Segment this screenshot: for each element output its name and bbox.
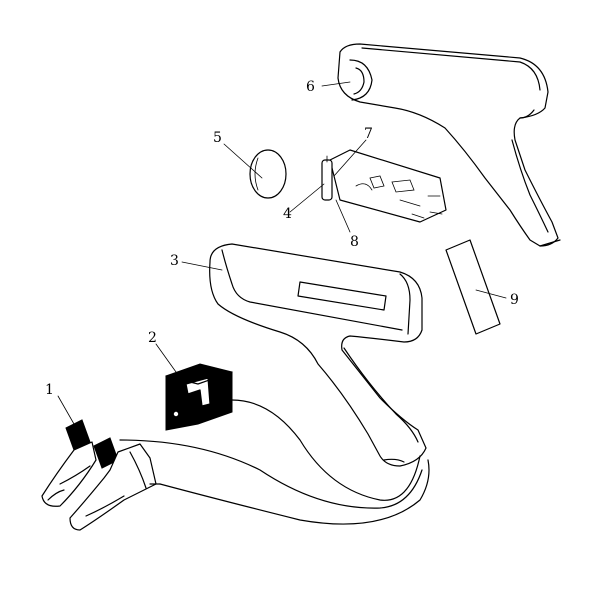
cable-leads — [119, 399, 430, 525]
part-battery — [445, 239, 501, 335]
part-strobe-tube — [321, 155, 333, 201]
part-lens — [249, 149, 287, 199]
part-adapter-module — [165, 363, 233, 431]
callout-3: 3 — [170, 253, 179, 269]
callout-1: 1 — [45, 382, 54, 398]
callout-2: 2 — [148, 330, 157, 346]
part-front-housing — [209, 243, 427, 467]
callout-8: 8 — [350, 234, 359, 250]
callout-7: 7 — [364, 126, 373, 142]
callout-4: 4 — [283, 206, 292, 222]
part-rear-housing — [337, 43, 561, 247]
callout-9: 9 — [510, 292, 519, 308]
leader-lines — [57, 81, 507, 425]
callout-labels: 1 2 3 4 5 6 7 8 9 — [45, 79, 519, 398]
callout-6: 6 — [306, 79, 315, 95]
part-circuit-board — [329, 149, 447, 223]
part-battery-clamps — [41, 419, 161, 531]
callout-5: 5 — [213, 130, 222, 146]
